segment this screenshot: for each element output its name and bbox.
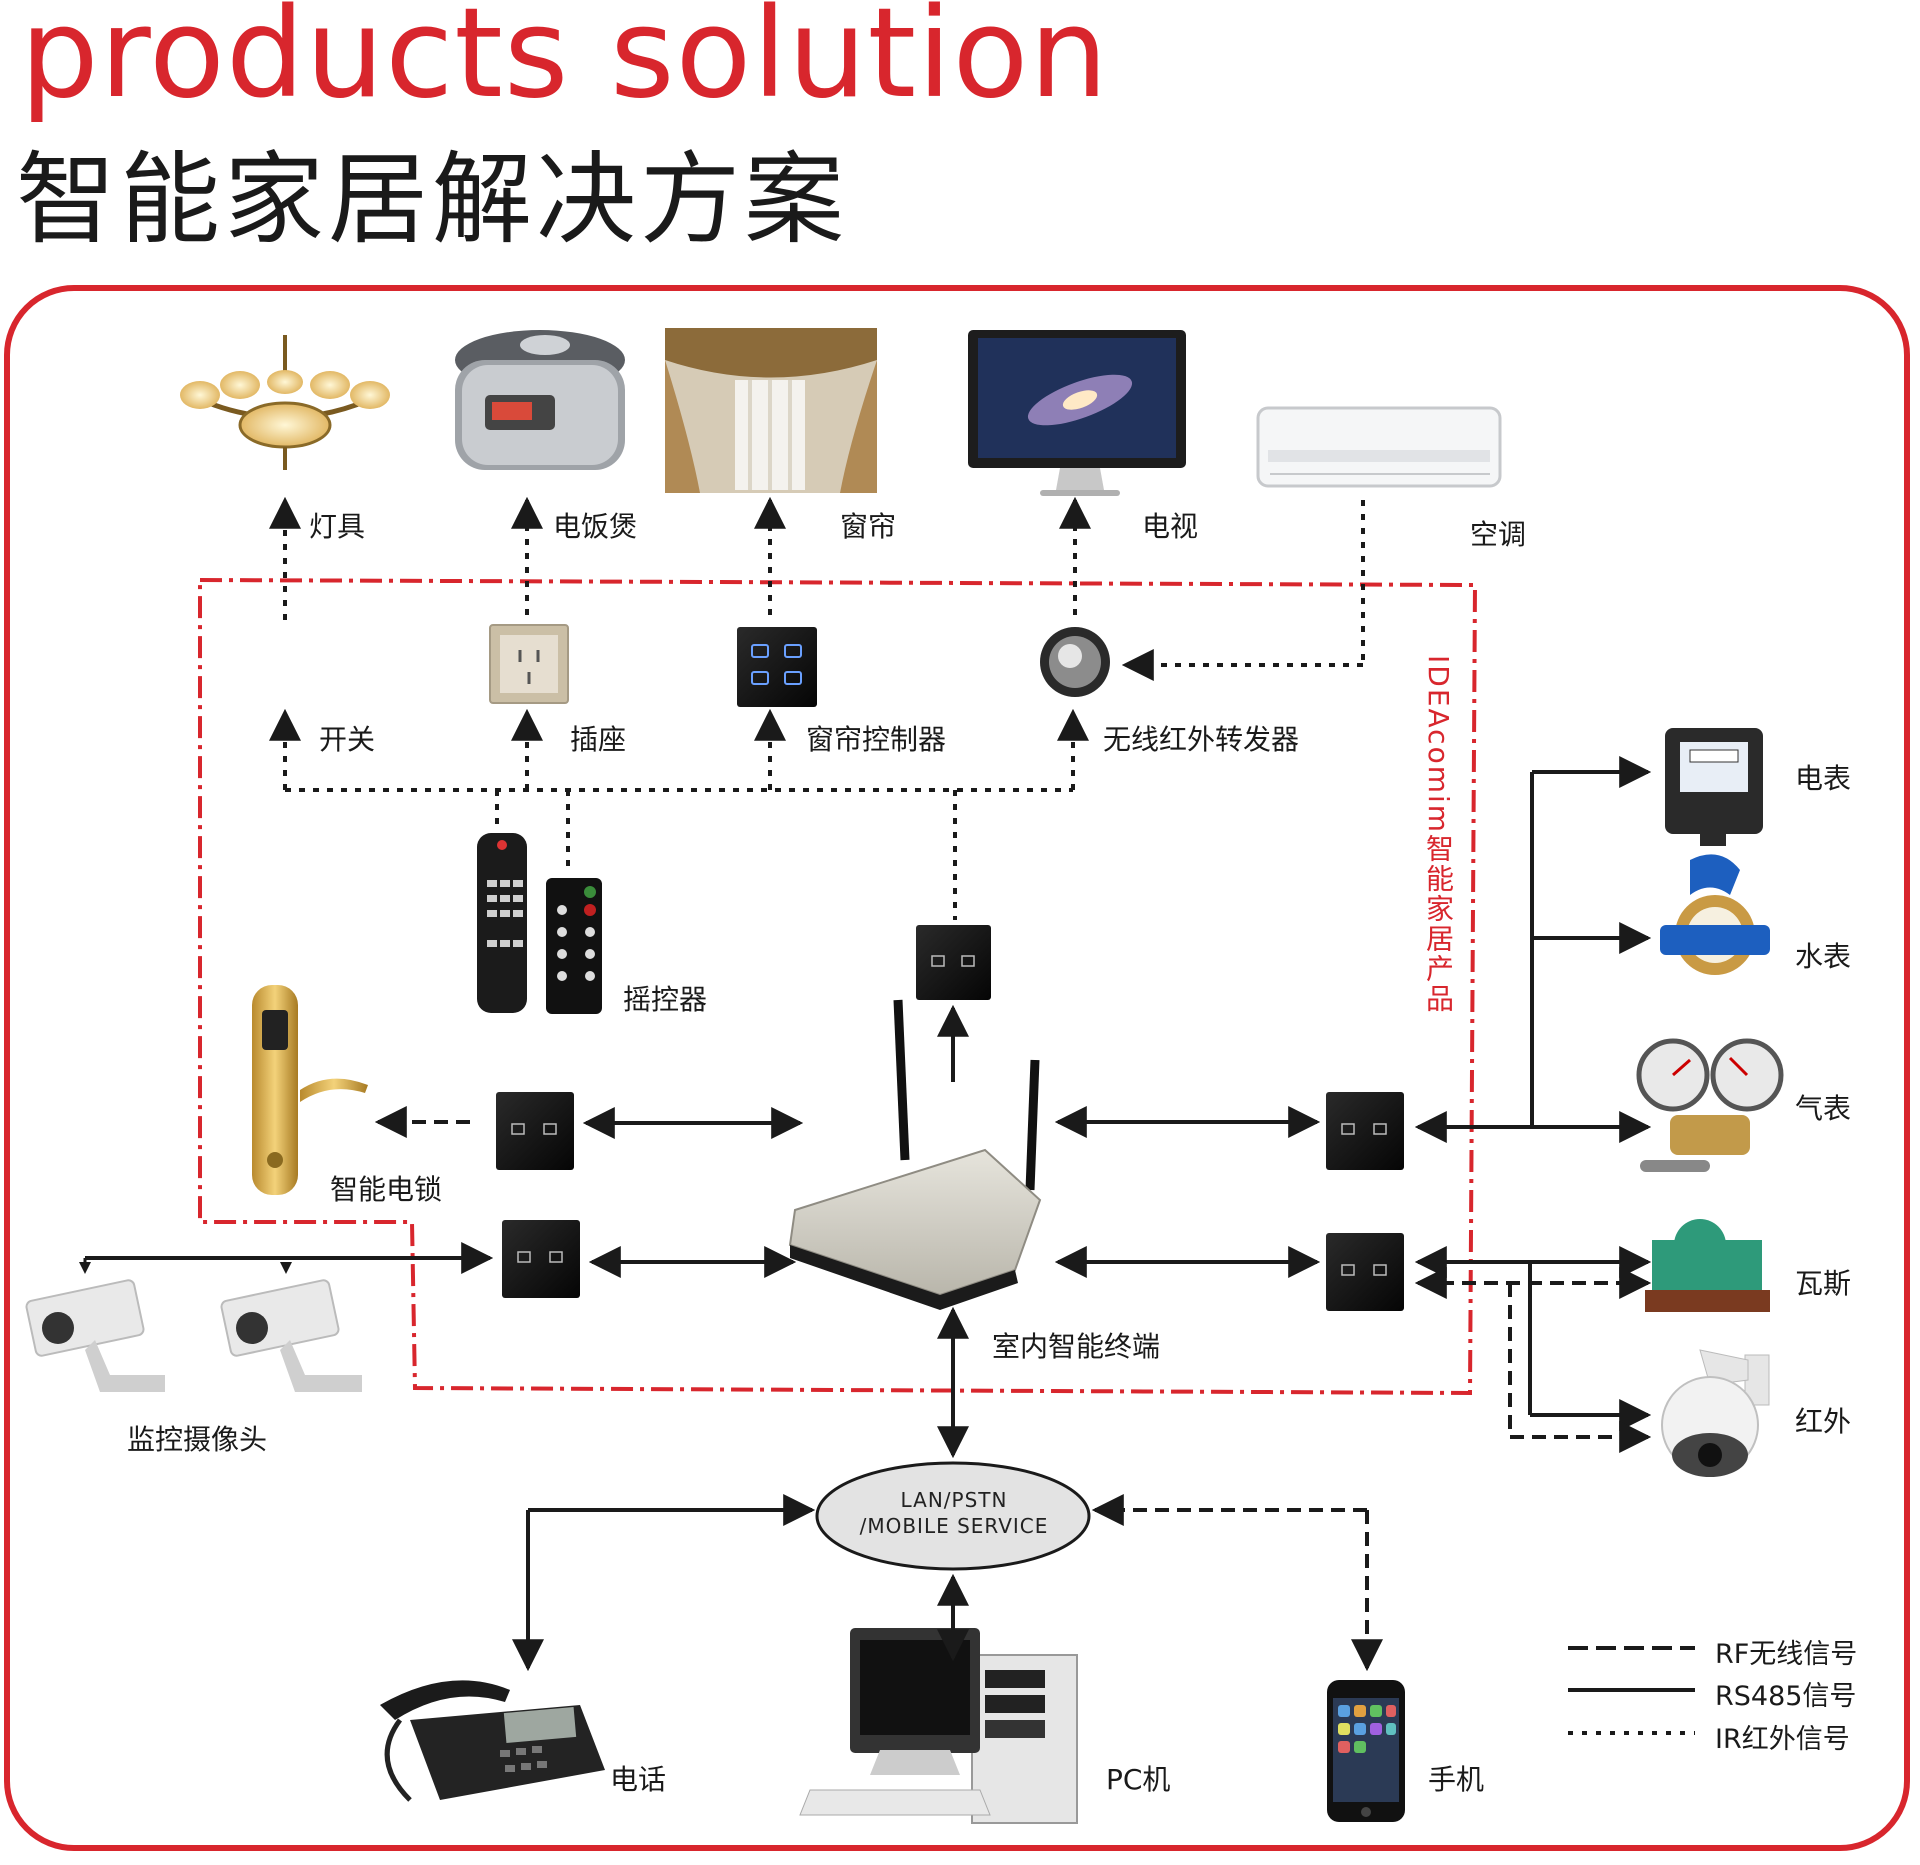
legend-ir: IR红外信号 <box>1715 1724 1850 1755</box>
desk-phone-icon <box>380 1680 605 1802</box>
terminal-router-icon <box>788 999 1042 1310</box>
label-terminal: 室内智能终端 <box>992 1330 1161 1363</box>
smart-lock-icon <box>252 985 368 1195</box>
network-label-line2: /MOBILE SERVICE <box>859 1514 1049 1538</box>
label-smart-lock: 智能电锁 <box>330 1173 443 1206</box>
label-camera: 监控摄像头 <box>127 1423 268 1456</box>
product-boundary <box>198 577 1478 1396</box>
label-phone: 电话 <box>610 1763 667 1796</box>
label-electric-meter: 电表 <box>1795 762 1852 795</box>
gas-engine-icon <box>1645 1219 1770 1312</box>
legend-lines <box>1568 1646 1695 1735</box>
label-lamp: 灯具 <box>309 510 366 543</box>
network-label: LAN/PSTN /MOBILE SERVICE <box>822 1487 1086 1539</box>
product-boundary-label: IDEAcomim智能家居产品 <box>1422 655 1455 1015</box>
label-remote: 摇控器 <box>623 983 708 1016</box>
curtain-controller-icon <box>737 627 817 707</box>
network-label-line1: LAN/PSTN <box>900 1488 1008 1512</box>
label-curtain-controller: 窗帘控制器 <box>806 723 947 756</box>
diagram-frame <box>4 285 1910 1851</box>
title-chinese: 智能家居解决方案 <box>16 141 848 258</box>
remote-control-icon <box>477 833 602 1014</box>
label-air-conditioner: 空调 <box>1470 518 1527 551</box>
rs485-signal-lines <box>79 756 1652 1672</box>
rice-cooker-icon <box>455 330 625 470</box>
label-mobile: 手机 <box>1428 1763 1485 1796</box>
label-ir-repeater: 无线红外转发器 <box>1103 723 1300 756</box>
electric-meter-icon <box>1665 728 1763 846</box>
label-curtain: 窗帘 <box>840 510 897 543</box>
camera-icon <box>25 1279 362 1392</box>
pc-icon <box>799 1628 1078 1824</box>
label-switch: 开关 <box>319 723 376 756</box>
label-gas-meter: 气表 <box>1795 1092 1852 1125</box>
water-meter-icon <box>1660 854 1770 975</box>
tv-icon <box>968 330 1186 496</box>
title-english: products solution <box>20 0 1109 126</box>
legend-rs485: RS485信号 <box>1715 1681 1857 1712</box>
gas-meter-icon <box>1636 1038 1784 1172</box>
mobile-phone-icon <box>1327 1680 1405 1822</box>
switch-panel-icon <box>496 925 1404 1311</box>
chandelier-icon <box>180 335 390 470</box>
label-gas: 瓦斯 <box>1795 1267 1852 1300</box>
label-pc: PC机 <box>1106 1763 1171 1796</box>
label-rice-cooker: 电饭煲 <box>553 510 638 543</box>
infrared-camera-icon <box>1661 1349 1770 1477</box>
air-conditioner-icon <box>1256 406 1502 488</box>
rf-signal-lines <box>374 1106 1652 1672</box>
label-socket: 插座 <box>570 723 627 756</box>
label-water-meter: 水表 <box>1795 940 1852 973</box>
ir-signal-lines <box>269 496 1365 920</box>
ir-repeater-icon <box>1040 627 1110 697</box>
curtain-icon <box>665 328 877 493</box>
socket-icon <box>489 624 569 704</box>
legend-rf: RF无线信号 <box>1715 1639 1858 1670</box>
label-infrared: 红外 <box>1795 1405 1852 1438</box>
label-tv: 电视 <box>1142 510 1199 543</box>
network-ellipse <box>815 1461 1091 1571</box>
